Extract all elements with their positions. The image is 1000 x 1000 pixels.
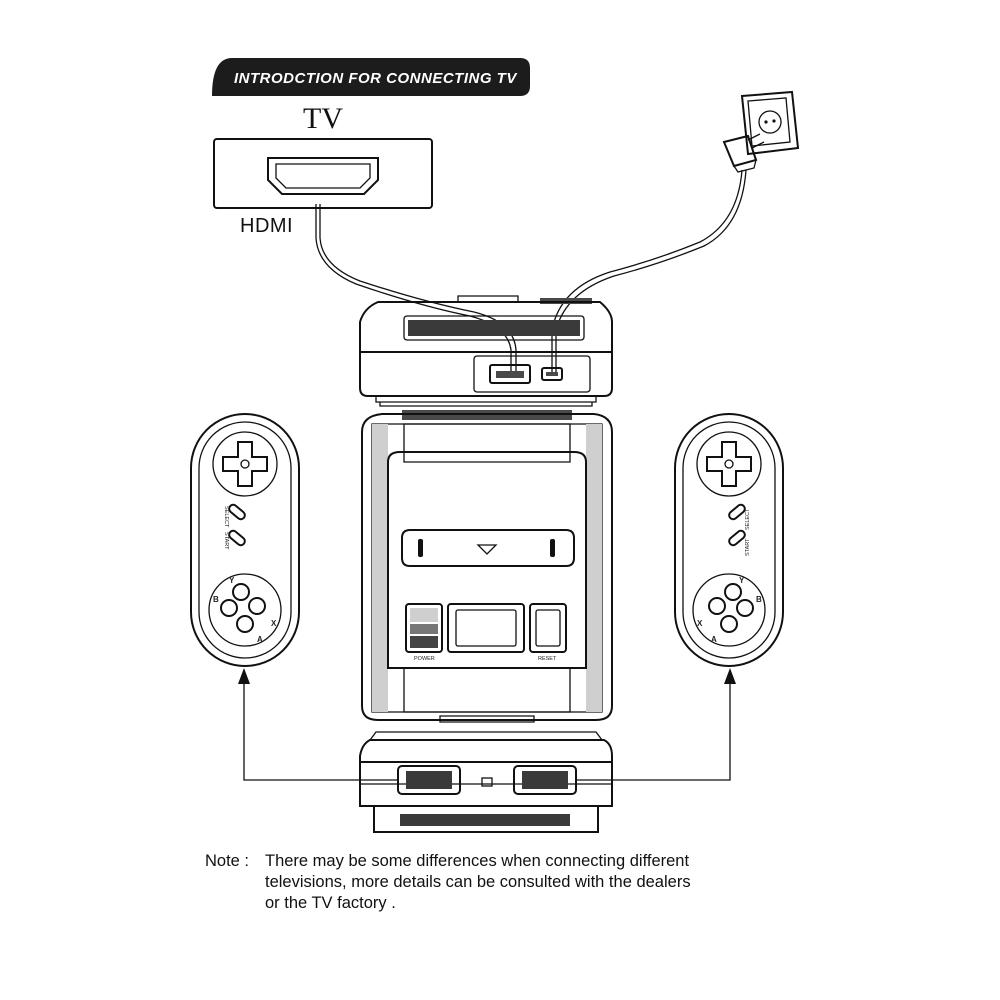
tv-label: TV: [303, 102, 343, 135]
start-button: [728, 529, 746, 547]
power-plug-icon: [722, 133, 765, 173]
power-label: POWER: [414, 656, 435, 662]
cartridge-slot: [401, 529, 575, 567]
power-switch: POWER: [405, 603, 443, 662]
select-label: SELECT: [745, 508, 751, 530]
arrow-right: [576, 668, 736, 781]
button-y-label: Y: [739, 576, 745, 585]
banner-title: INTRODCTION FOR CONNECTING TV: [234, 70, 518, 87]
note-text: There may be some differences when conne…: [265, 852, 691, 912]
console-front-view: [359, 731, 613, 833]
power-led: [481, 777, 493, 787]
hdmi-cable: [315, 204, 517, 372]
console-hdmi-port: [489, 364, 531, 384]
reset-button: RESET: [529, 603, 567, 662]
controller-port-left: [397, 765, 461, 795]
face-buttons: Y B X A: [692, 573, 766, 647]
console-top-view: POWER RESET: [361, 410, 613, 723]
button-a-label: A: [257, 635, 263, 644]
arrow-left: [238, 668, 398, 781]
hdmi-label: HDMI: [240, 215, 293, 237]
tv: TV HDMI: [213, 102, 433, 237]
start-label: START: [223, 532, 229, 550]
button-b-label: B: [756, 595, 762, 604]
front-vent: [400, 814, 570, 826]
controller-port-right: [513, 765, 577, 795]
button-x-label: X: [697, 619, 703, 628]
dpad-icon: [212, 431, 278, 497]
button-b-label: B: [213, 595, 219, 604]
button-a-label: A: [711, 635, 717, 644]
power-cable: [551, 169, 747, 374]
note-label: Note :: [205, 852, 250, 870]
select-button: [728, 503, 746, 521]
select-button: [228, 503, 246, 521]
start-label: START: [745, 538, 751, 556]
reset-label: RESET: [538, 656, 557, 662]
hdmi-port-icon: [267, 157, 379, 195]
face-buttons: Y B X A: [208, 573, 282, 647]
select-label: SELECT: [223, 506, 229, 528]
wall-outlet-icon: [740, 90, 800, 156]
title-banner: INTRODCTION FOR CONNECTING TV: [212, 58, 530, 96]
controller-left: SELECT START Y B X A: [190, 413, 300, 667]
console-back-view: [359, 295, 613, 407]
eject-button: [447, 603, 525, 653]
vent-slots: [408, 320, 580, 336]
button-y-label: Y: [229, 576, 235, 585]
button-x-label: X: [271, 619, 277, 628]
console-power-port: [541, 367, 563, 381]
dpad-icon: [696, 431, 762, 497]
start-button: [228, 529, 246, 547]
controller-right: SELECT START Y B X A: [674, 413, 784, 667]
